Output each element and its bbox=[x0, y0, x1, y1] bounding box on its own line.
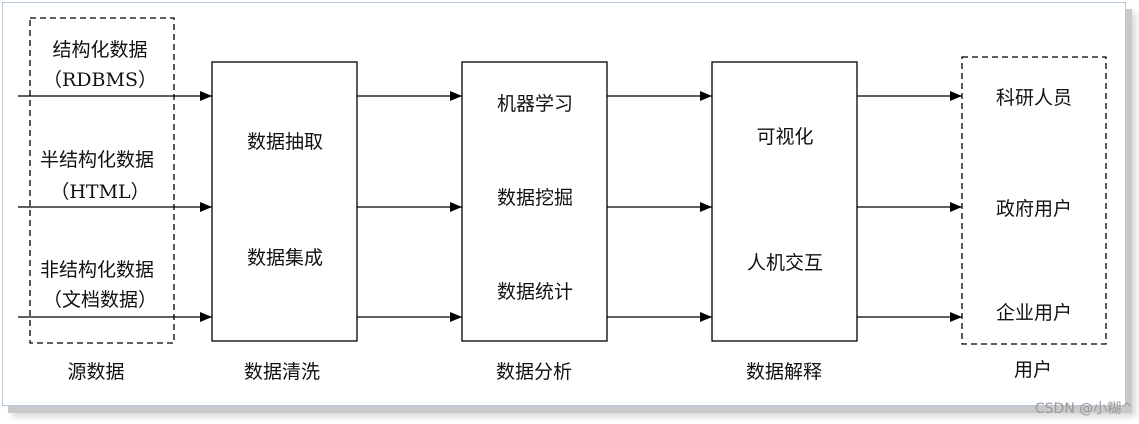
source-unstructured-sublabel: （文档数据） bbox=[43, 289, 157, 311]
analysis-statistics: 数据统计 bbox=[497, 281, 573, 303]
users-box bbox=[961, 56, 1107, 345]
watermark: CSDN @小糊^ bbox=[1034, 401, 1133, 417]
users-researchers: 科研人员 bbox=[996, 87, 1072, 109]
users-caption: 用户 bbox=[1014, 359, 1052, 381]
analysis-machine-learning: 机器学习 bbox=[497, 93, 573, 115]
source-data-box bbox=[29, 17, 175, 344]
analysis-data-mining: 数据挖掘 bbox=[497, 187, 573, 209]
cleaning-caption: 数据清洗 bbox=[244, 361, 320, 383]
analysis-box bbox=[461, 61, 608, 342]
interpretation-visualization: 可视化 bbox=[756, 126, 813, 148]
interpretation-box bbox=[711, 61, 858, 342]
source-structured-sublabel: （RDBMS） bbox=[43, 69, 157, 91]
source-semistructured-sublabel: （HTML） bbox=[50, 181, 149, 203]
source-data-caption: 源数据 bbox=[67, 361, 124, 383]
users-government: 政府用户 bbox=[996, 198, 1072, 220]
analysis-caption: 数据分析 bbox=[496, 361, 572, 383]
cleaning-extraction: 数据抽取 bbox=[247, 131, 323, 153]
source-semistructured-label: 半结构化数据 bbox=[40, 149, 154, 171]
users-enterprise: 企业用户 bbox=[996, 302, 1072, 324]
cleaning-box bbox=[211, 61, 358, 342]
source-structured-label: 结构化数据 bbox=[52, 39, 147, 61]
cleaning-integration: 数据集成 bbox=[247, 247, 323, 269]
interpretation-caption: 数据解释 bbox=[746, 361, 822, 383]
interpretation-hci: 人机交互 bbox=[747, 252, 823, 274]
source-unstructured-label: 非结构化数据 bbox=[40, 259, 154, 281]
